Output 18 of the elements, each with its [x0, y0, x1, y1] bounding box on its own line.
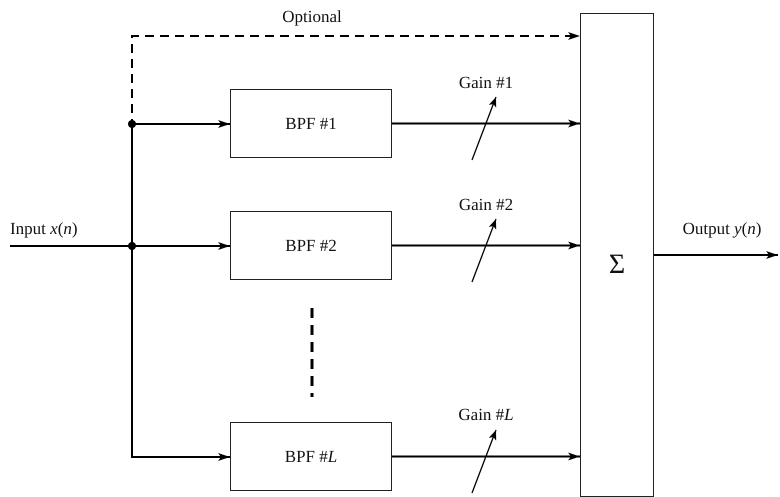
filter-block [230, 89, 392, 158]
arrow [392, 120, 580, 128]
arrow [654, 251, 778, 259]
edge-label: Gain #2 [458, 196, 514, 213]
edge-label: Optional [281, 8, 343, 25]
block-label: BPF #2 [285, 237, 337, 254]
arrow [392, 242, 580, 250]
block-label: BPF #1 [285, 115, 337, 132]
input-label: Input x(n) [10, 220, 78, 237]
block-label: BPF #L [284, 448, 338, 465]
filter-block [230, 211, 392, 280]
edge-label: Gain #1 [458, 74, 514, 91]
arrow [392, 452, 580, 460]
edge-label: Gain #L [457, 406, 515, 423]
summer-block [580, 13, 654, 497]
filter-block [230, 422, 392, 491]
block-label: Σ [608, 251, 626, 279]
edge-label: Output y(n) [682, 220, 762, 237]
